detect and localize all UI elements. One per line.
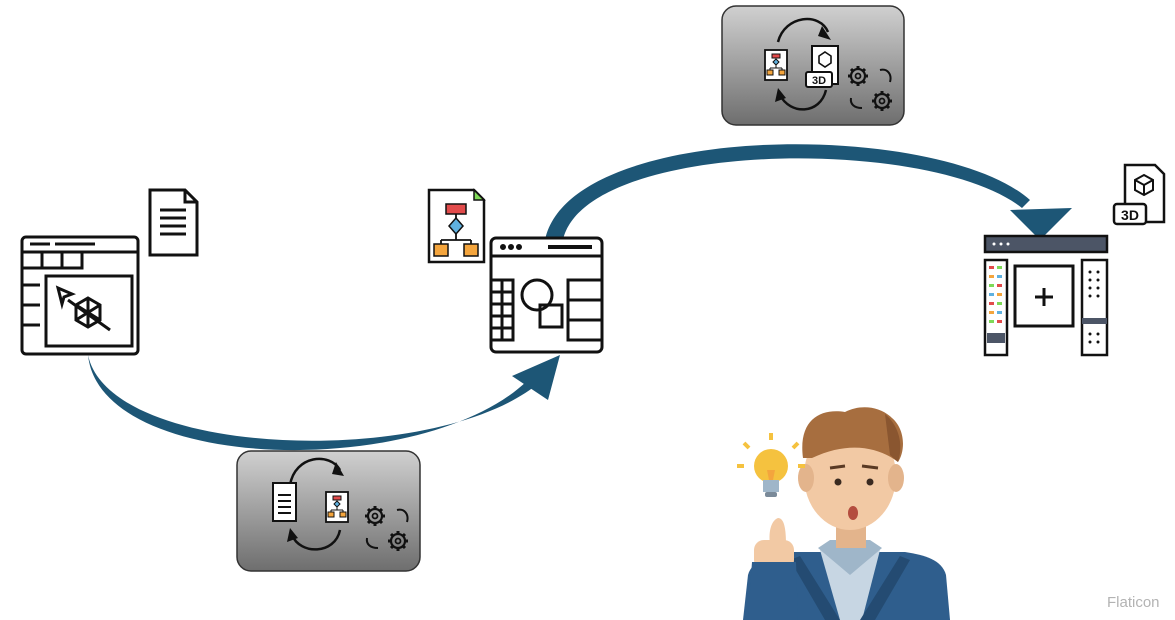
light-bulb-icon	[737, 433, 805, 497]
arrow-modeling-to-simulation	[545, 144, 1072, 240]
ide-window-icon	[983, 234, 1109, 357]
modeling-window-icon	[489, 236, 604, 354]
attribution-text: Flaticon	[1107, 594, 1160, 611]
flowchart-document-icon	[427, 188, 486, 264]
svg-text:3D: 3D	[1121, 207, 1139, 223]
arrow-cad-to-modeling	[88, 355, 560, 451]
cad-window-icon	[20, 235, 140, 356]
cube-3d-document-icon: 3D	[1112, 163, 1166, 226]
svg-text:3D: 3D	[812, 75, 826, 87]
document-to-flowchart-conversion-icon	[236, 450, 421, 572]
flowchart-to-3d-conversion-icon: 3D	[721, 5, 905, 126]
document-icon	[148, 188, 199, 257]
person-idea-icon	[737, 407, 950, 620]
